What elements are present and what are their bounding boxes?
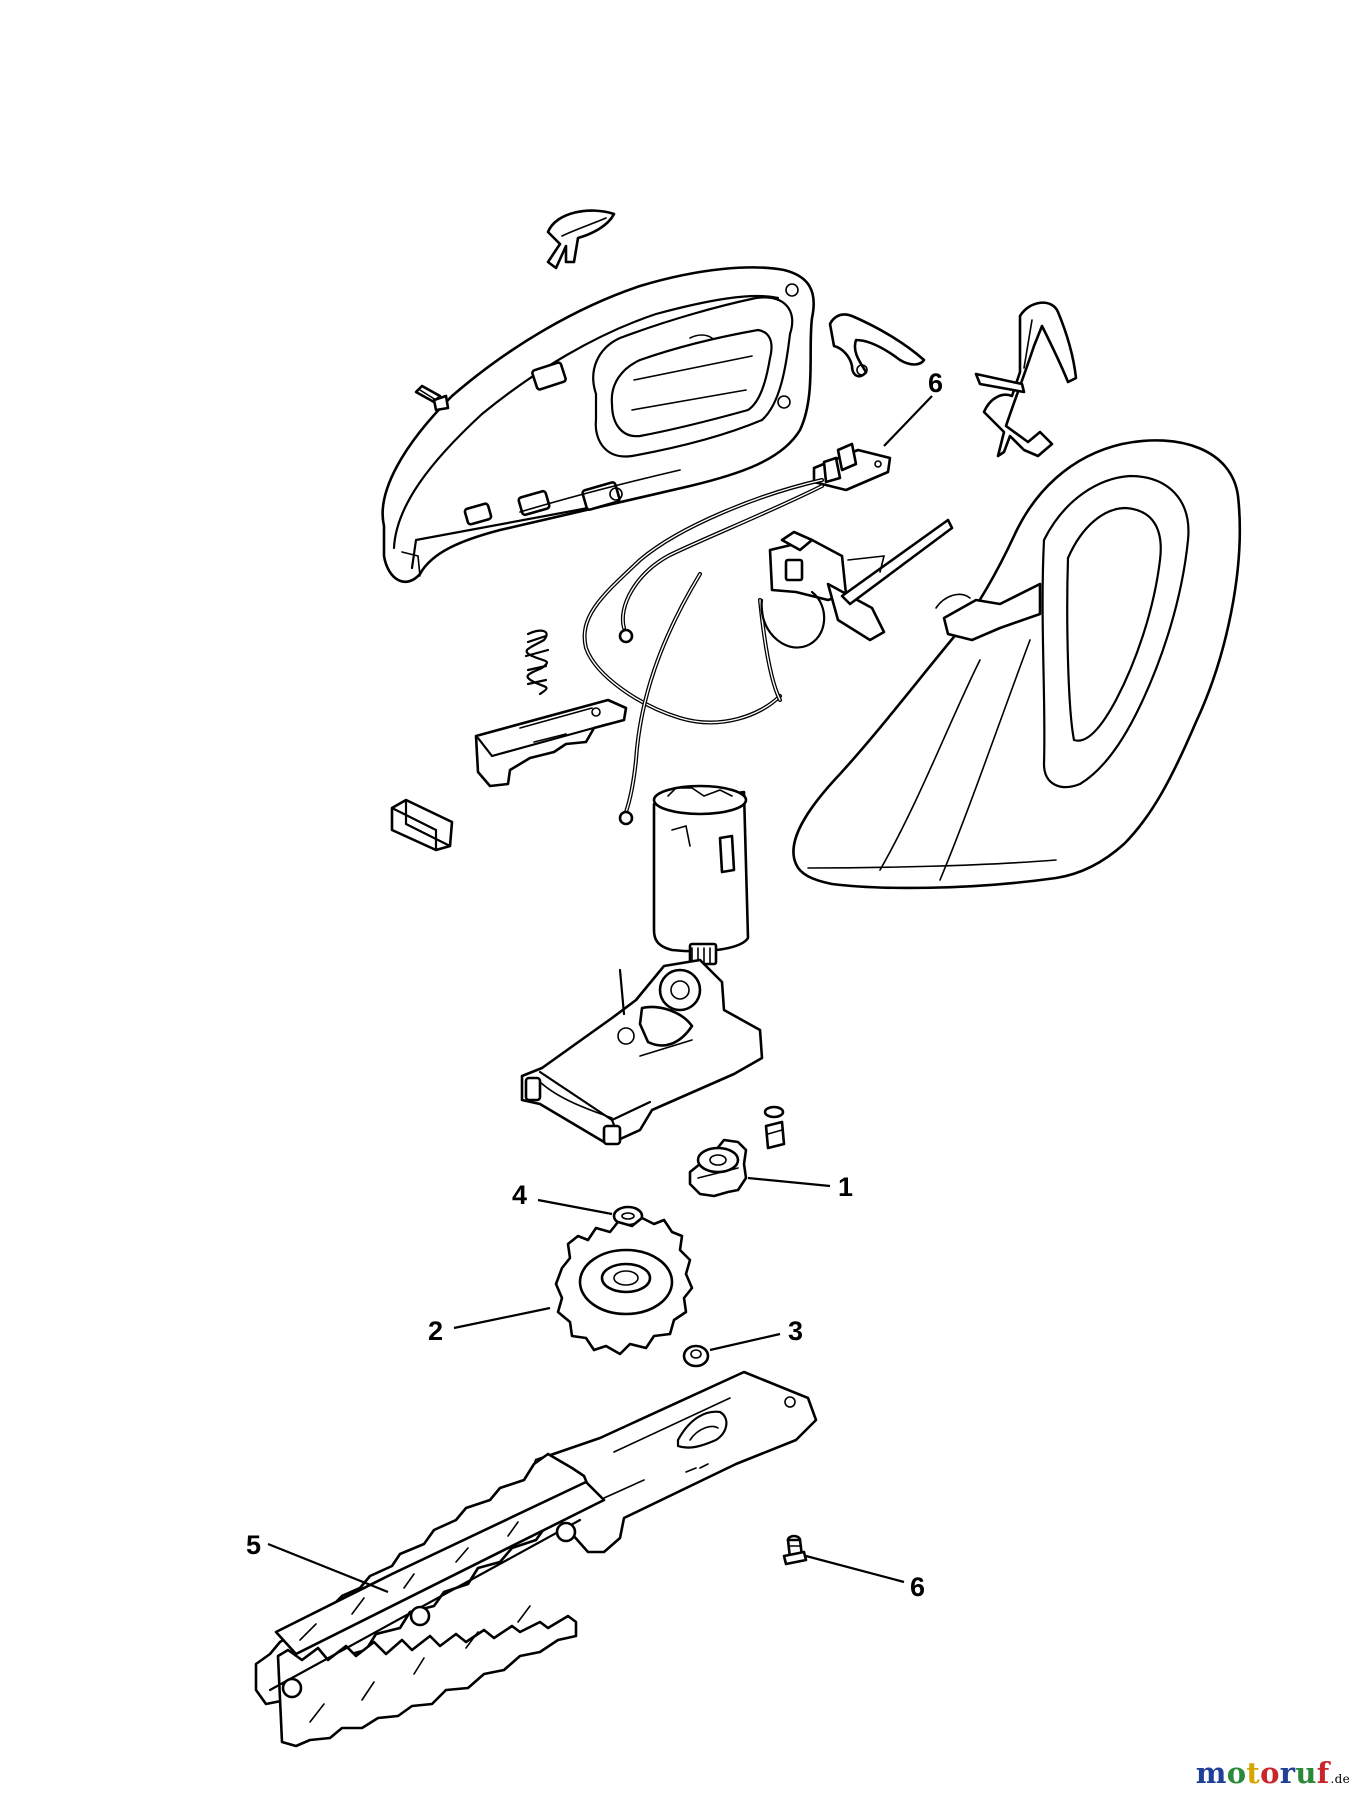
callout-2-label: 2 bbox=[428, 1316, 443, 1346]
cable-clamp bbox=[760, 518, 954, 649]
callout-3-label: 3 bbox=[788, 1316, 803, 1346]
watermark-letter: u bbox=[1295, 1756, 1317, 1790]
trigger-lever bbox=[828, 313, 926, 378]
callout-6b-leader bbox=[805, 1554, 905, 1584]
callout-4-leader bbox=[537, 1198, 613, 1216]
callout-6b-label: 6 bbox=[910, 1572, 925, 1602]
callout-5-leader bbox=[267, 1542, 389, 1594]
callout-3-leader bbox=[709, 1332, 781, 1352]
top-clip-part bbox=[546, 209, 616, 270]
small-screw bbox=[763, 1105, 786, 1150]
wire-harness bbox=[582, 478, 824, 826]
screw-part-6-lower bbox=[782, 1534, 808, 1566]
callout-6a-label: 6 bbox=[928, 368, 943, 398]
watermark-letter: f bbox=[1316, 1756, 1330, 1790]
motoruf-watermark-logo: motoruf.de bbox=[1196, 1756, 1350, 1790]
washer-part-4 bbox=[612, 1205, 644, 1227]
switch-slider-part bbox=[474, 698, 628, 788]
watermark-letter: m bbox=[1195, 1756, 1227, 1790]
handle-part bbox=[792, 439, 1242, 890]
small-gear-part-1 bbox=[688, 1138, 748, 1198]
watermark-letter: t bbox=[1246, 1756, 1261, 1790]
switch-part bbox=[812, 442, 892, 492]
x-bracket-part bbox=[974, 301, 1078, 458]
large-gear-part-2 bbox=[554, 1216, 694, 1356]
motor-part bbox=[652, 784, 750, 966]
nut-part-3 bbox=[682, 1344, 710, 1368]
watermark-suffix: .de bbox=[1330, 1772, 1350, 1786]
watermark-letter: r bbox=[1279, 1756, 1296, 1790]
spring-part bbox=[524, 629, 550, 696]
callout-1-leader bbox=[747, 1176, 831, 1188]
screw-left bbox=[414, 384, 450, 412]
upper-housing-shell bbox=[381, 266, 815, 584]
block-part bbox=[390, 798, 454, 852]
callout-6a-leader bbox=[883, 395, 933, 447]
callout-2-leader bbox=[453, 1306, 551, 1330]
watermark-letter: o bbox=[1260, 1756, 1280, 1790]
watermark-letter: o bbox=[1226, 1756, 1247, 1790]
blade-cutter-part-5 bbox=[254, 1452, 606, 1748]
callout-4-label: 4 bbox=[512, 1180, 527, 1210]
callout-1-label: 1 bbox=[838, 1172, 853, 1202]
callout-5-label: 5 bbox=[246, 1530, 261, 1560]
gear-housing-part bbox=[520, 958, 764, 1146]
